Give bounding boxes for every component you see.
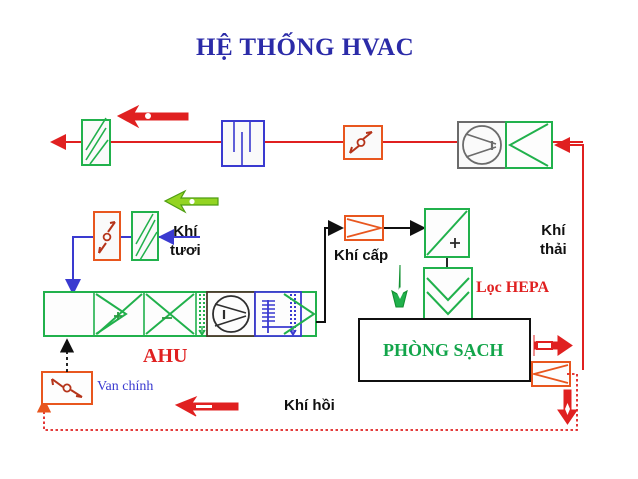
exhaust-air-label: Khí thải [540,221,567,259]
supply-reheat-coil [424,208,470,258]
clean-room-label: PHÒNG SẠCH [383,340,504,360]
supply-air-duct-line [316,220,448,323]
room-exit-arrow [533,335,573,356]
fresh-air-label-line2: tươi [170,242,201,259]
ahu-outlet-damper [283,293,316,335]
clean-room-box [358,318,531,382]
exhaust-outlet-cone [505,121,553,169]
ahu-prefilter [198,294,206,337]
hepa-filter-label: Lọc HEPA [476,279,550,296]
return-damper [530,361,571,387]
page-title: HỆ THỐNG HVAC [196,34,415,61]
air-handling-unit [43,291,317,337]
return-air-duct-line [36,373,578,431]
exhaust-heat-exchanger [221,120,265,167]
fresh-air-filter [131,211,159,261]
ahu-label: AHU [143,345,188,367]
ahu-cooling-coil [145,293,195,335]
hepa-filter-box [423,267,473,321]
fresh-air-label: Khí tươi [170,222,201,260]
return-air-label: Khí hồi [284,397,335,414]
hepa-flow-arrow [391,264,408,308]
exhaust-fan [457,121,507,169]
supply-damper [344,215,385,241]
exhaust-valve [343,125,383,160]
main-valve-label: Van chính [97,379,154,394]
return-flow-arrow [174,395,239,417]
exhaust-filter [81,117,111,166]
fresh-air-label-line1: Khí [173,223,198,240]
exhaust-air-label-line2: thải [540,241,567,258]
exhaust-riser-line [554,137,584,370]
ahu-fan [206,291,256,337]
ahu-heating-coil [96,293,143,335]
exhaust-flow-arrow [116,104,189,129]
fresh-air-flow-arrow [163,189,219,214]
fresh-air-valve [93,211,121,261]
exhaust-air-label-line1: Khí [541,222,566,239]
main-valve [41,371,93,405]
supply-air-label: Khí cấp [334,247,389,264]
return-down-arrow [557,389,578,425]
